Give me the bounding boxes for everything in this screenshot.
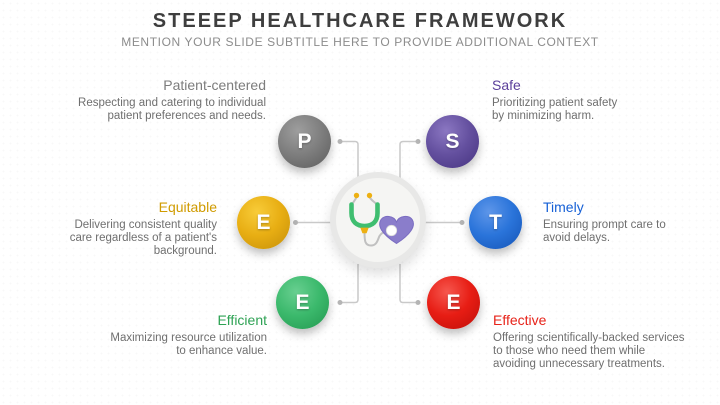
connector-dot: [337, 300, 343, 305]
node-letter-t: T: [489, 211, 502, 234]
connector-dot: [293, 220, 298, 225]
item-title-effective: Effective: [493, 312, 547, 328]
page-title: STEEEP HEALTHCARE FRAMEWORK: [152, 10, 568, 32]
node-letter-p: P: [297, 130, 312, 153]
node-letter-e1: E: [256, 211, 271, 234]
center-hub: [330, 172, 426, 268]
node-timely: T: [469, 196, 522, 249]
node-effective: E: [427, 276, 480, 329]
stethoscope-heart-icon: [336, 178, 420, 262]
ear-tip: [366, 192, 373, 199]
chest-piece: [360, 227, 369, 234]
item-description-patient-centered: Respecting and catering to individual pa…: [78, 97, 266, 122]
connector-effective: [399, 264, 418, 304]
item-description-effective: Offering scientifically-backed services …: [493, 332, 685, 370]
connector-safe: [399, 140, 418, 180]
connector-efficient: [340, 264, 359, 304]
item-description-timely: Ensuring prompt care to avoid delays.: [543, 219, 666, 244]
item-description-efficient: Maximizing resource utilization to enhan…: [110, 332, 267, 357]
label-equitable: Equitable Delivering consistent quality …: [45, 199, 217, 258]
ear-tip: [353, 192, 360, 199]
connector-dot: [459, 220, 465, 225]
connector-dot: [415, 300, 421, 305]
item-title-timely: Timely: [543, 199, 584, 215]
node-patient-centered: P: [278, 115, 331, 168]
label-timely: Timely Ensuring prompt care to avoid del…: [543, 199, 698, 245]
node-letter-e3: E: [446, 291, 461, 314]
node-efficient: E: [276, 276, 329, 329]
connector-dot: [337, 139, 343, 144]
item-description-safe: Prioritizing patient safety by minimizin…: [492, 97, 618, 122]
item-title-safe: Safe: [492, 77, 521, 93]
node-equitable: E: [237, 196, 290, 249]
stethoscope-arms: [349, 202, 380, 229]
diaphragm: [385, 224, 398, 237]
item-title-efficient: Efficient: [217, 312, 267, 328]
label-efficient: Efficient Maximizing resource utilizatio…: [82, 312, 267, 358]
node-letter-s: S: [445, 130, 460, 153]
node-safe: S: [426, 115, 479, 168]
node-letter-e2: E: [295, 291, 310, 314]
slide-header: STEEEP HEALTHCARE FRAMEWORK MENTION YOUR…: [0, 0, 720, 50]
connector-dot: [415, 139, 421, 144]
item-description-equitable: Delivering consistent quality care regar…: [69, 219, 217, 257]
label-effective: Effective Offering scientifically-backed…: [493, 312, 708, 371]
item-title-patient-centered: Patient-centered: [163, 77, 266, 93]
label-patient-centered: Patient-centered Respecting and catering…: [54, 77, 266, 123]
page-subtitle: MENTION YOUR SLIDE SUBTITLE HERE TO PROV…: [121, 35, 599, 49]
label-safe: Safe Prioritizing patient safety by mini…: [492, 77, 662, 123]
item-title-equitable: Equitable: [158, 199, 217, 215]
connector-patient-centered: [340, 140, 359, 180]
